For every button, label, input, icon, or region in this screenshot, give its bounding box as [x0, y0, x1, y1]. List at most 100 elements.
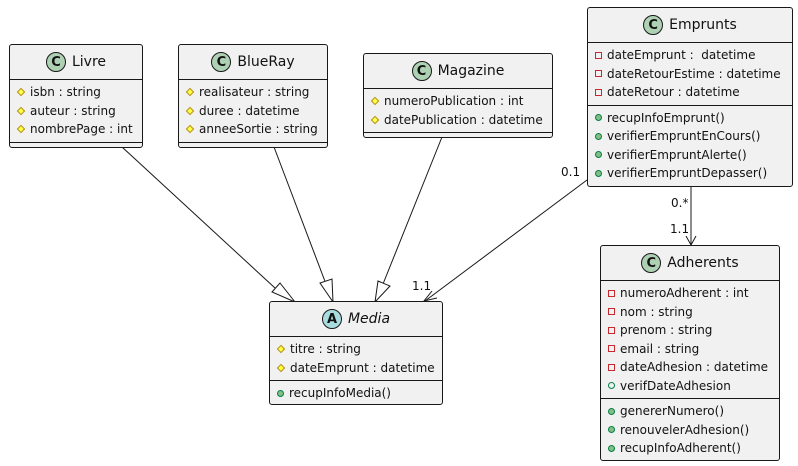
- attribute-row: dateRetourEstime : datetime: [595, 65, 786, 84]
- attribute-row: auteur : string: [16, 102, 136, 121]
- protected-visibility-icon: [185, 88, 195, 97]
- attribute-row: verifDateAdhesion: [608, 377, 773, 396]
- class-magazine[interactable]: C Magazine numeroPublication : int dateP…: [363, 53, 553, 138]
- attribute-text: anneeSortie : string: [199, 122, 318, 137]
- attribute-text: numeroAdherent : int: [620, 286, 749, 301]
- method-text: recupInfoEmprunt(): [607, 110, 725, 125]
- abstract-class-badge-icon: A: [321, 309, 342, 329]
- class-name: Magazine: [437, 63, 505, 79]
- attribute-row: nombrePage : int: [16, 120, 136, 139]
- class-header: C Livre: [10, 45, 142, 80]
- protected-visibility-icon: [185, 125, 195, 134]
- attribute-row: dateAdhesion : datetime: [608, 358, 773, 377]
- attribute-text: nombrePage : int: [30, 122, 133, 137]
- public-visibility-icon: [608, 382, 615, 390]
- public-visibility-icon: [595, 169, 602, 177]
- multiplicity-label: 0.*: [671, 196, 689, 210]
- attribute-row: isbn : string: [16, 83, 136, 102]
- class-name: BlueRay: [237, 54, 295, 70]
- class-media[interactable]: A Media titre : string dateEmprunt : dat…: [269, 301, 443, 405]
- method-row: genererNumero(): [608, 402, 773, 421]
- class-badge-icon: C: [211, 52, 232, 72]
- multiplicity-label: 1.1: [412, 279, 432, 293]
- private-visibility-icon: [608, 326, 615, 334]
- method-list: [10, 143, 142, 149]
- method-row: verifierEmpruntDepasser(): [595, 164, 786, 183]
- method-row: verifierEmpruntAlerte(): [595, 146, 786, 165]
- attribute-text: dateRetour : datetime: [607, 85, 740, 100]
- attribute-text: titre : string: [290, 342, 361, 357]
- method-text: recupInfoMedia(): [289, 386, 391, 401]
- attribute-list: dateEmprunt : datetime dateRetourEstime …: [588, 43, 792, 106]
- class-name: Media: [347, 311, 391, 327]
- attribute-text: duree : datetime: [199, 103, 300, 118]
- attribute-row: anneeSortie : string: [185, 120, 321, 139]
- class-emprunts[interactable]: C Emprunts dateEmprunt : datetime dateRe…: [587, 7, 793, 187]
- class-header: C Magazine: [364, 54, 552, 89]
- attribute-text: prenom : string: [620, 323, 713, 338]
- public-visibility-icon: [608, 407, 615, 415]
- private-visibility-icon: [608, 308, 615, 316]
- private-visibility-icon: [608, 363, 615, 371]
- private-visibility-icon: [608, 289, 615, 297]
- private-visibility-icon: [595, 88, 602, 96]
- multiplicity-label: 0.1: [561, 165, 581, 179]
- class-name: Livre: [71, 54, 107, 70]
- attribute-row: duree : datetime: [185, 102, 321, 121]
- public-visibility-icon: [595, 132, 602, 140]
- edge-emprunts-media: [424, 179, 588, 302]
- attribute-row: dateEmprunt : datetime: [276, 359, 436, 378]
- edge-blueray-media: [273, 146, 327, 285]
- class-name: Emprunts: [669, 17, 737, 33]
- method-text: renouvelerAdhesion(): [620, 422, 750, 437]
- class-header: C Emprunts: [588, 8, 792, 43]
- protected-visibility-icon: [16, 125, 26, 134]
- method-list: [364, 133, 552, 139]
- attribute-text: dateEmprunt : datetime: [290, 360, 435, 375]
- attribute-text: datePublication : datetime: [384, 112, 543, 127]
- protected-visibility-icon: [185, 106, 195, 115]
- attribute-text: nom : string: [620, 304, 693, 319]
- method-row: recupInfoMedia(): [277, 384, 436, 403]
- multiplicity-label: 1.1: [670, 222, 690, 236]
- method-text: verifierEmpruntAlerte(): [607, 147, 747, 162]
- attribute-text: verifDateAdhesion: [620, 378, 731, 393]
- class-name: Adherents: [667, 255, 739, 271]
- protected-visibility-icon: [276, 345, 286, 354]
- method-text: verifierEmpruntEnCours(): [607, 129, 761, 144]
- attribute-row: prenom : string: [608, 321, 773, 340]
- inheritance-arrowhead: [271, 282, 296, 303]
- attribute-row: dateEmprunt : datetime: [595, 46, 786, 65]
- class-header: C Adherents: [601, 246, 779, 281]
- class-livre[interactable]: C Livre isbn : string auteur : string no…: [9, 44, 143, 148]
- attribute-row: nom : string: [608, 303, 773, 322]
- attribute-row: datePublication : datetime: [370, 111, 546, 130]
- attribute-row: numeroAdherent : int: [608, 284, 773, 303]
- class-header: C BlueRay: [179, 45, 327, 80]
- method-row: recupInfoEmprunt(): [595, 109, 786, 128]
- class-badge-icon: C: [643, 15, 664, 35]
- protected-visibility-icon: [16, 88, 26, 97]
- method-row: renouvelerAdhesion(): [608, 421, 773, 440]
- attribute-text: email : string: [620, 341, 700, 356]
- attribute-text: dateAdhesion : datetime: [620, 360, 769, 375]
- method-row: recupInfoAdherent(): [608, 439, 773, 458]
- inheritance-arrowhead: [319, 278, 334, 304]
- attribute-row: dateRetour : datetime: [595, 83, 786, 102]
- method-list: [179, 143, 327, 149]
- attribute-text: isbn : string: [30, 85, 101, 100]
- public-visibility-icon: [277, 389, 284, 397]
- method-list: recupInfoMedia(): [270, 381, 442, 406]
- class-badge-icon: C: [411, 61, 432, 81]
- attribute-list: numeroAdherent : int nom : string prenom…: [601, 281, 779, 399]
- attribute-text: auteur : string: [30, 103, 116, 118]
- method-text: verifierEmpruntDepasser(): [607, 166, 768, 181]
- edge-livre-media: [121, 146, 276, 289]
- method-text: genererNumero(): [620, 404, 725, 419]
- attribute-list: isbn : string auteur : string nombrePage…: [10, 80, 142, 143]
- attribute-text: dateRetourEstime : datetime: [607, 66, 781, 81]
- class-adherents[interactable]: C Adherents numeroAdherent : int nom : s…: [600, 245, 780, 461]
- class-blueray[interactable]: C BlueRay realisateur : string duree : d…: [178, 44, 328, 148]
- attribute-list: titre : string dateEmprunt : datetime: [270, 337, 442, 381]
- attribute-row: titre : string: [276, 340, 436, 359]
